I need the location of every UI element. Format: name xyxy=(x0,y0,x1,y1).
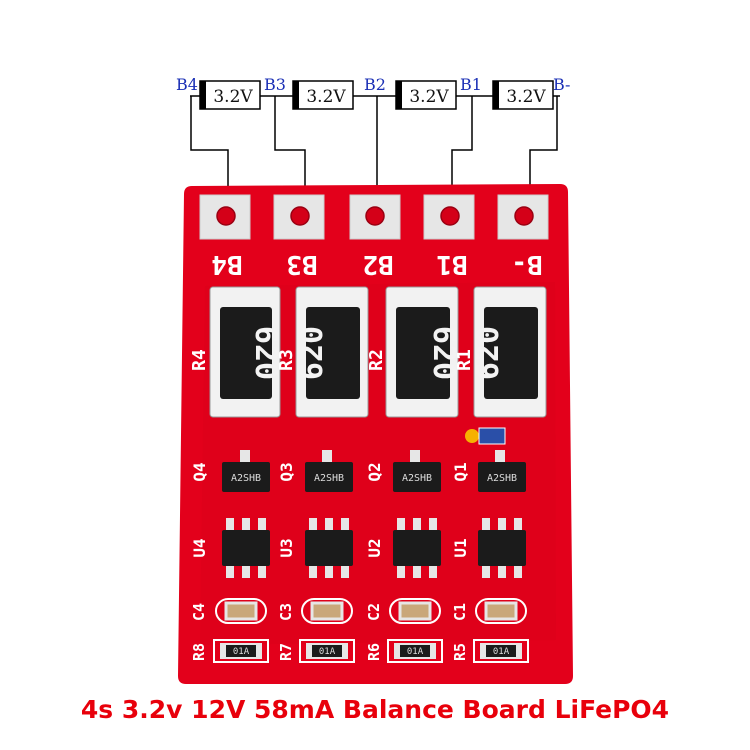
capacitor-c1 xyxy=(475,598,527,624)
pad-bminus xyxy=(497,194,549,240)
ref-label: U4 xyxy=(190,538,209,557)
ic-u3 xyxy=(305,518,353,578)
ref-label: C3 xyxy=(277,603,295,621)
battery-cell-3: 3.2V xyxy=(395,80,457,110)
battery-cell-4: 3.2V xyxy=(492,80,554,110)
small-resistor-r6: 01A xyxy=(387,639,443,663)
ref-label: U1 xyxy=(451,538,470,557)
resistor-code: 620 xyxy=(426,326,461,380)
pad-b3 xyxy=(273,194,325,240)
battery-cell-2: 3.2V xyxy=(292,80,354,110)
cell-wiring-diagram: 3.2V 3.2V 3.2V 3.2V B4 B3 B2 B1 B- xyxy=(176,75,570,210)
capacitor-c3 xyxy=(301,598,353,624)
ic-u2 xyxy=(393,518,441,578)
chip-code: A2SHB xyxy=(487,473,517,484)
solder-pads xyxy=(199,194,549,240)
battery-cell-1: 3.2V xyxy=(199,80,261,110)
ref-label: C2 xyxy=(365,603,383,621)
chip-code: A2SHB xyxy=(314,473,344,484)
node-label-b1: B1 xyxy=(460,75,482,94)
pad-label: B1 xyxy=(436,249,467,279)
chip-code: A2SHB xyxy=(231,473,261,484)
resistor-r3: 620 xyxy=(295,286,369,418)
ref-label: R7 xyxy=(277,643,295,661)
cell-voltage-label: 3.2V xyxy=(213,87,253,107)
node-label-bminus: B- xyxy=(553,75,570,94)
ic-u1 xyxy=(478,518,526,578)
balance-board-pcb: B4 B3 B2 B1 B- 620 620 620 620 R4 R3 R2 xyxy=(178,184,573,684)
small-resistor-code: 01A xyxy=(493,647,510,657)
capacitor-c2 xyxy=(389,598,441,624)
transistor-q4: A2SHB xyxy=(222,450,270,492)
resistor-code: 620 xyxy=(295,326,330,380)
cell-voltage-label: 3.2V xyxy=(306,87,346,107)
cell-voltage-label: 3.2V xyxy=(409,87,449,107)
small-resistor-r8: 01A xyxy=(213,639,269,663)
transistor-q1: A2SHB xyxy=(478,450,526,492)
resistor-r1: 620 xyxy=(471,286,547,418)
pad-b2 xyxy=(349,194,401,240)
transistor-q3: A2SHB xyxy=(305,450,353,492)
ref-label: C1 xyxy=(451,603,469,621)
node-label-b3: B3 xyxy=(264,75,286,94)
node-label-b4: B4 xyxy=(176,75,198,94)
ref-label: R3 xyxy=(276,349,297,371)
ref-label: R6 xyxy=(365,643,383,661)
pad-b1 xyxy=(423,194,475,240)
ref-label: Q4 xyxy=(190,462,209,481)
small-resistor-r5: 01A xyxy=(473,639,529,663)
watermark-logo-icon xyxy=(465,427,506,445)
small-resistor-code: 01A xyxy=(319,647,336,657)
small-resistor-code: 01A xyxy=(233,647,250,657)
pad-b4 xyxy=(199,194,251,240)
pad-label: B3 xyxy=(286,249,317,279)
pad-label: B2 xyxy=(362,249,393,279)
resistor-code: 620 xyxy=(248,326,283,380)
cell-voltage-label: 3.2V xyxy=(506,87,546,107)
ref-label: R1 xyxy=(454,349,475,371)
ref-label: R4 xyxy=(189,349,210,371)
small-resistor-r7: 01A xyxy=(299,639,355,663)
resistor-code: 620 xyxy=(471,326,506,380)
ref-label: R5 xyxy=(451,643,469,661)
ic-u4 xyxy=(222,518,270,578)
ref-label: Q2 xyxy=(365,462,384,481)
small-resistor-code: 01A xyxy=(407,647,424,657)
pad-label: B- xyxy=(511,249,542,279)
ref-label: U2 xyxy=(365,538,384,557)
product-caption: 4s 3.2v 12V 58mA Balance Board LiFePO4 xyxy=(80,695,670,724)
ref-label: C4 xyxy=(190,603,208,621)
ref-label: Q3 xyxy=(277,462,296,481)
resistor-r4: 620 xyxy=(209,286,283,418)
transistor-q2: A2SHB xyxy=(393,450,441,492)
ref-label: R8 xyxy=(190,643,208,661)
chip-code: A2SHB xyxy=(402,473,432,484)
ref-label: R2 xyxy=(366,349,387,371)
ref-label: Q1 xyxy=(451,462,470,481)
pad-label: B4 xyxy=(211,249,242,279)
resistor-r2: 620 xyxy=(385,286,461,418)
node-label-b2: B2 xyxy=(364,75,386,94)
capacitor-c4 xyxy=(215,598,267,624)
ref-label: U3 xyxy=(277,538,296,557)
